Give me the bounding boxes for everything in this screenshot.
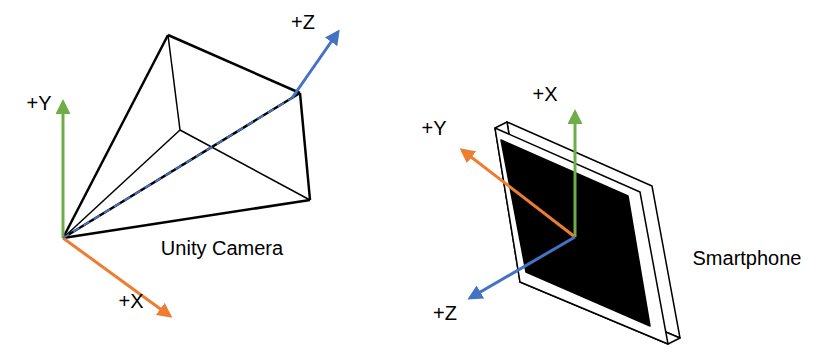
axis-label: +Z	[433, 302, 457, 324]
object-label: Smartphone	[693, 247, 802, 269]
smartphone	[495, 122, 680, 344]
camera-axes	[63, 32, 338, 316]
axis-label: +X	[118, 290, 143, 312]
camera-frustum	[63, 35, 310, 238]
object-label: Unity Camera	[161, 237, 283, 259]
axis-label: +Y	[26, 92, 51, 114]
axis-label: +Z	[291, 11, 315, 33]
smartphone-axes	[462, 112, 575, 298]
axis-label: +X	[532, 83, 557, 105]
axis-label: +Y	[421, 117, 446, 139]
